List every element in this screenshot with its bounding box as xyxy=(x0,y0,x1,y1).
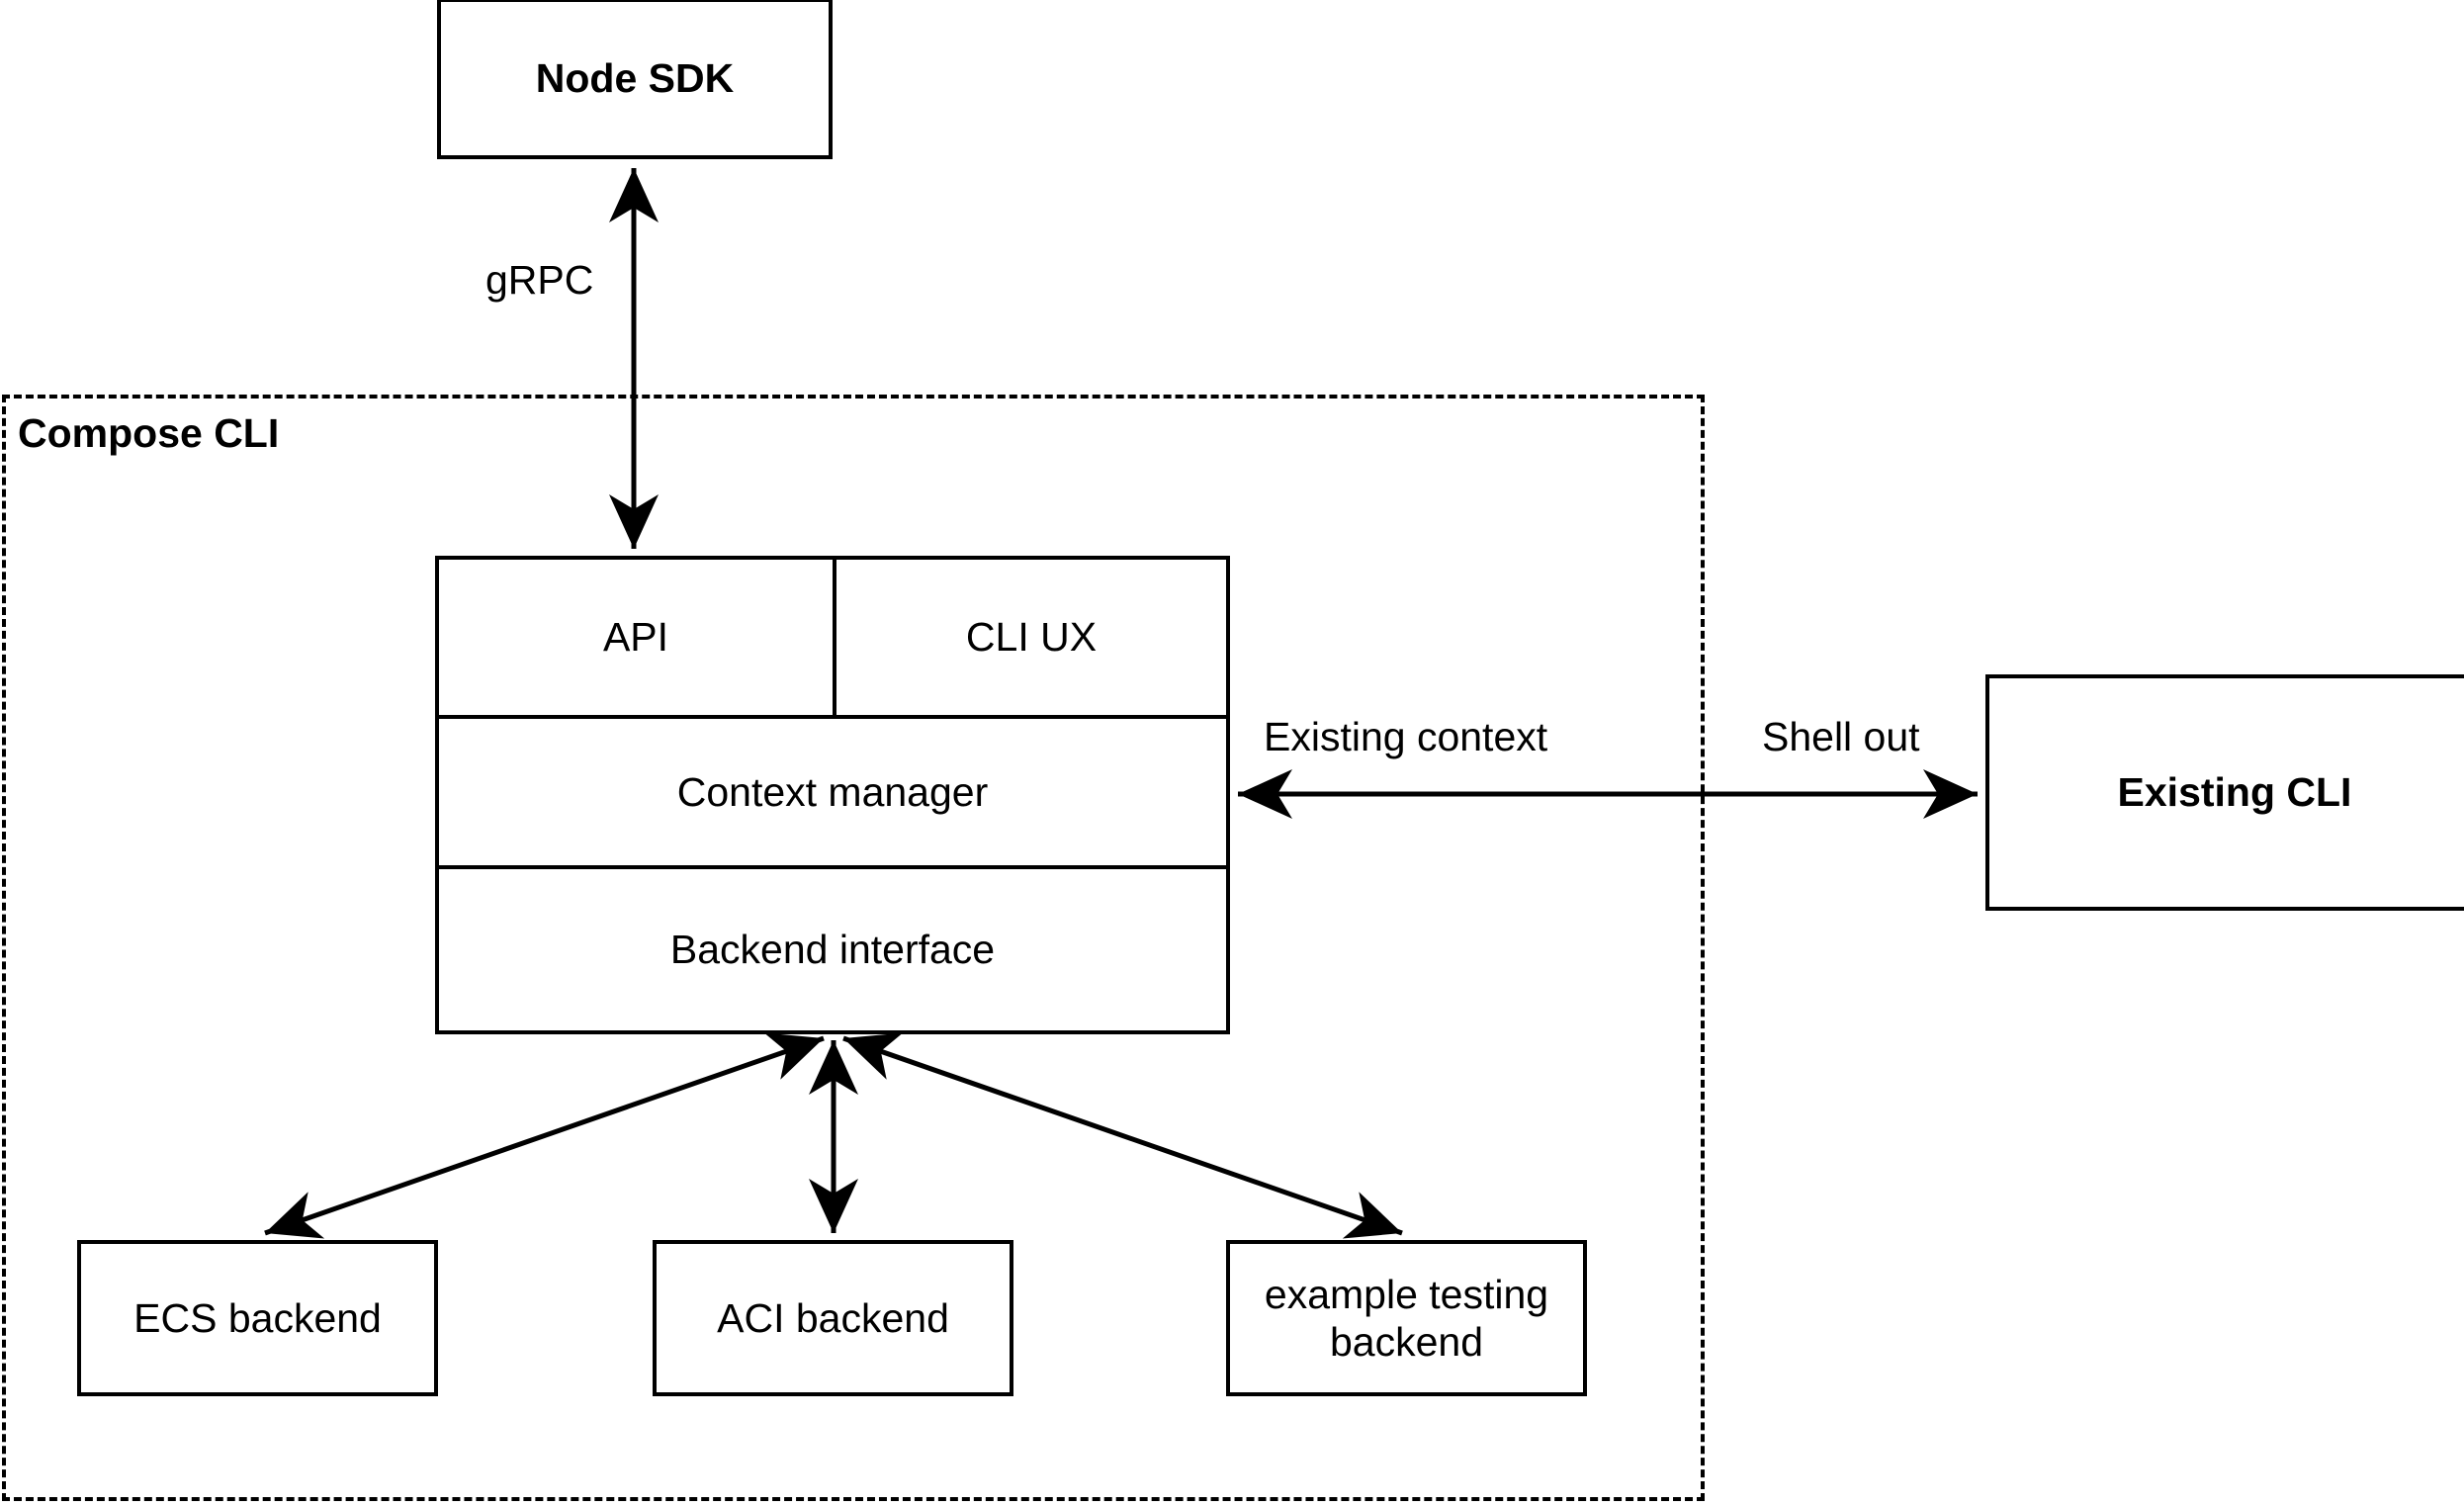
existing-context-edge-label: Existing context xyxy=(1260,714,1552,760)
aci-backend-label: ACI backend xyxy=(717,1294,949,1341)
existing-cli-box[interactable]: Existing CLI xyxy=(1985,674,2464,911)
stack-cell-cli-ux[interactable]: CLI UX xyxy=(833,560,1226,715)
ecs-backend-box[interactable]: ECS backend xyxy=(77,1240,438,1396)
stack-cell-api[interactable]: API xyxy=(439,560,833,715)
stack-row-context-manager: Context manager xyxy=(439,715,1226,865)
compose-cli-stack: API CLI UX Context manager Backend inter… xyxy=(435,556,1230,1034)
example-testing-backend-label-line1: example testing xyxy=(1264,1271,1549,1317)
stack-cell-backend-interface-label: Backend interface xyxy=(669,927,996,972)
grpc-edge-label: gRPC xyxy=(482,257,598,304)
node-sdk-label: Node SDK xyxy=(535,55,735,102)
edge-example-testing-backend xyxy=(842,1032,1403,1239)
shell-out-edge-label: Shell out xyxy=(1758,714,1924,760)
example-testing-backend-box[interactable]: example testing backend xyxy=(1226,1240,1587,1396)
node-sdk-box[interactable]: Node SDK xyxy=(437,0,833,159)
stack-cell-context-manager[interactable]: Context manager xyxy=(439,719,1226,865)
compose-cli-group-box xyxy=(2,395,1705,1501)
ecs-backend-label: ECS backend xyxy=(133,1294,382,1341)
edge-ecs-backend xyxy=(264,1032,825,1239)
example-testing-backend-label-line2: backend xyxy=(1329,1319,1483,1365)
stack-cell-backend-interface[interactable]: Backend interface xyxy=(439,869,1226,1030)
stack-cell-context-manager-label: Context manager xyxy=(676,768,989,815)
compose-cli-group-label: Compose CLI xyxy=(18,410,280,456)
stack-row-backend-interface: Backend interface xyxy=(439,865,1226,1030)
aci-backend-box[interactable]: ACI backend xyxy=(653,1240,1013,1396)
existing-cli-label: Existing CLI xyxy=(2117,769,2352,816)
stack-cell-api-label: API xyxy=(602,614,669,660)
stack-cell-cli-ux-label: CLI UX xyxy=(965,614,1098,660)
stack-row-api: API CLI UX xyxy=(439,560,1226,715)
